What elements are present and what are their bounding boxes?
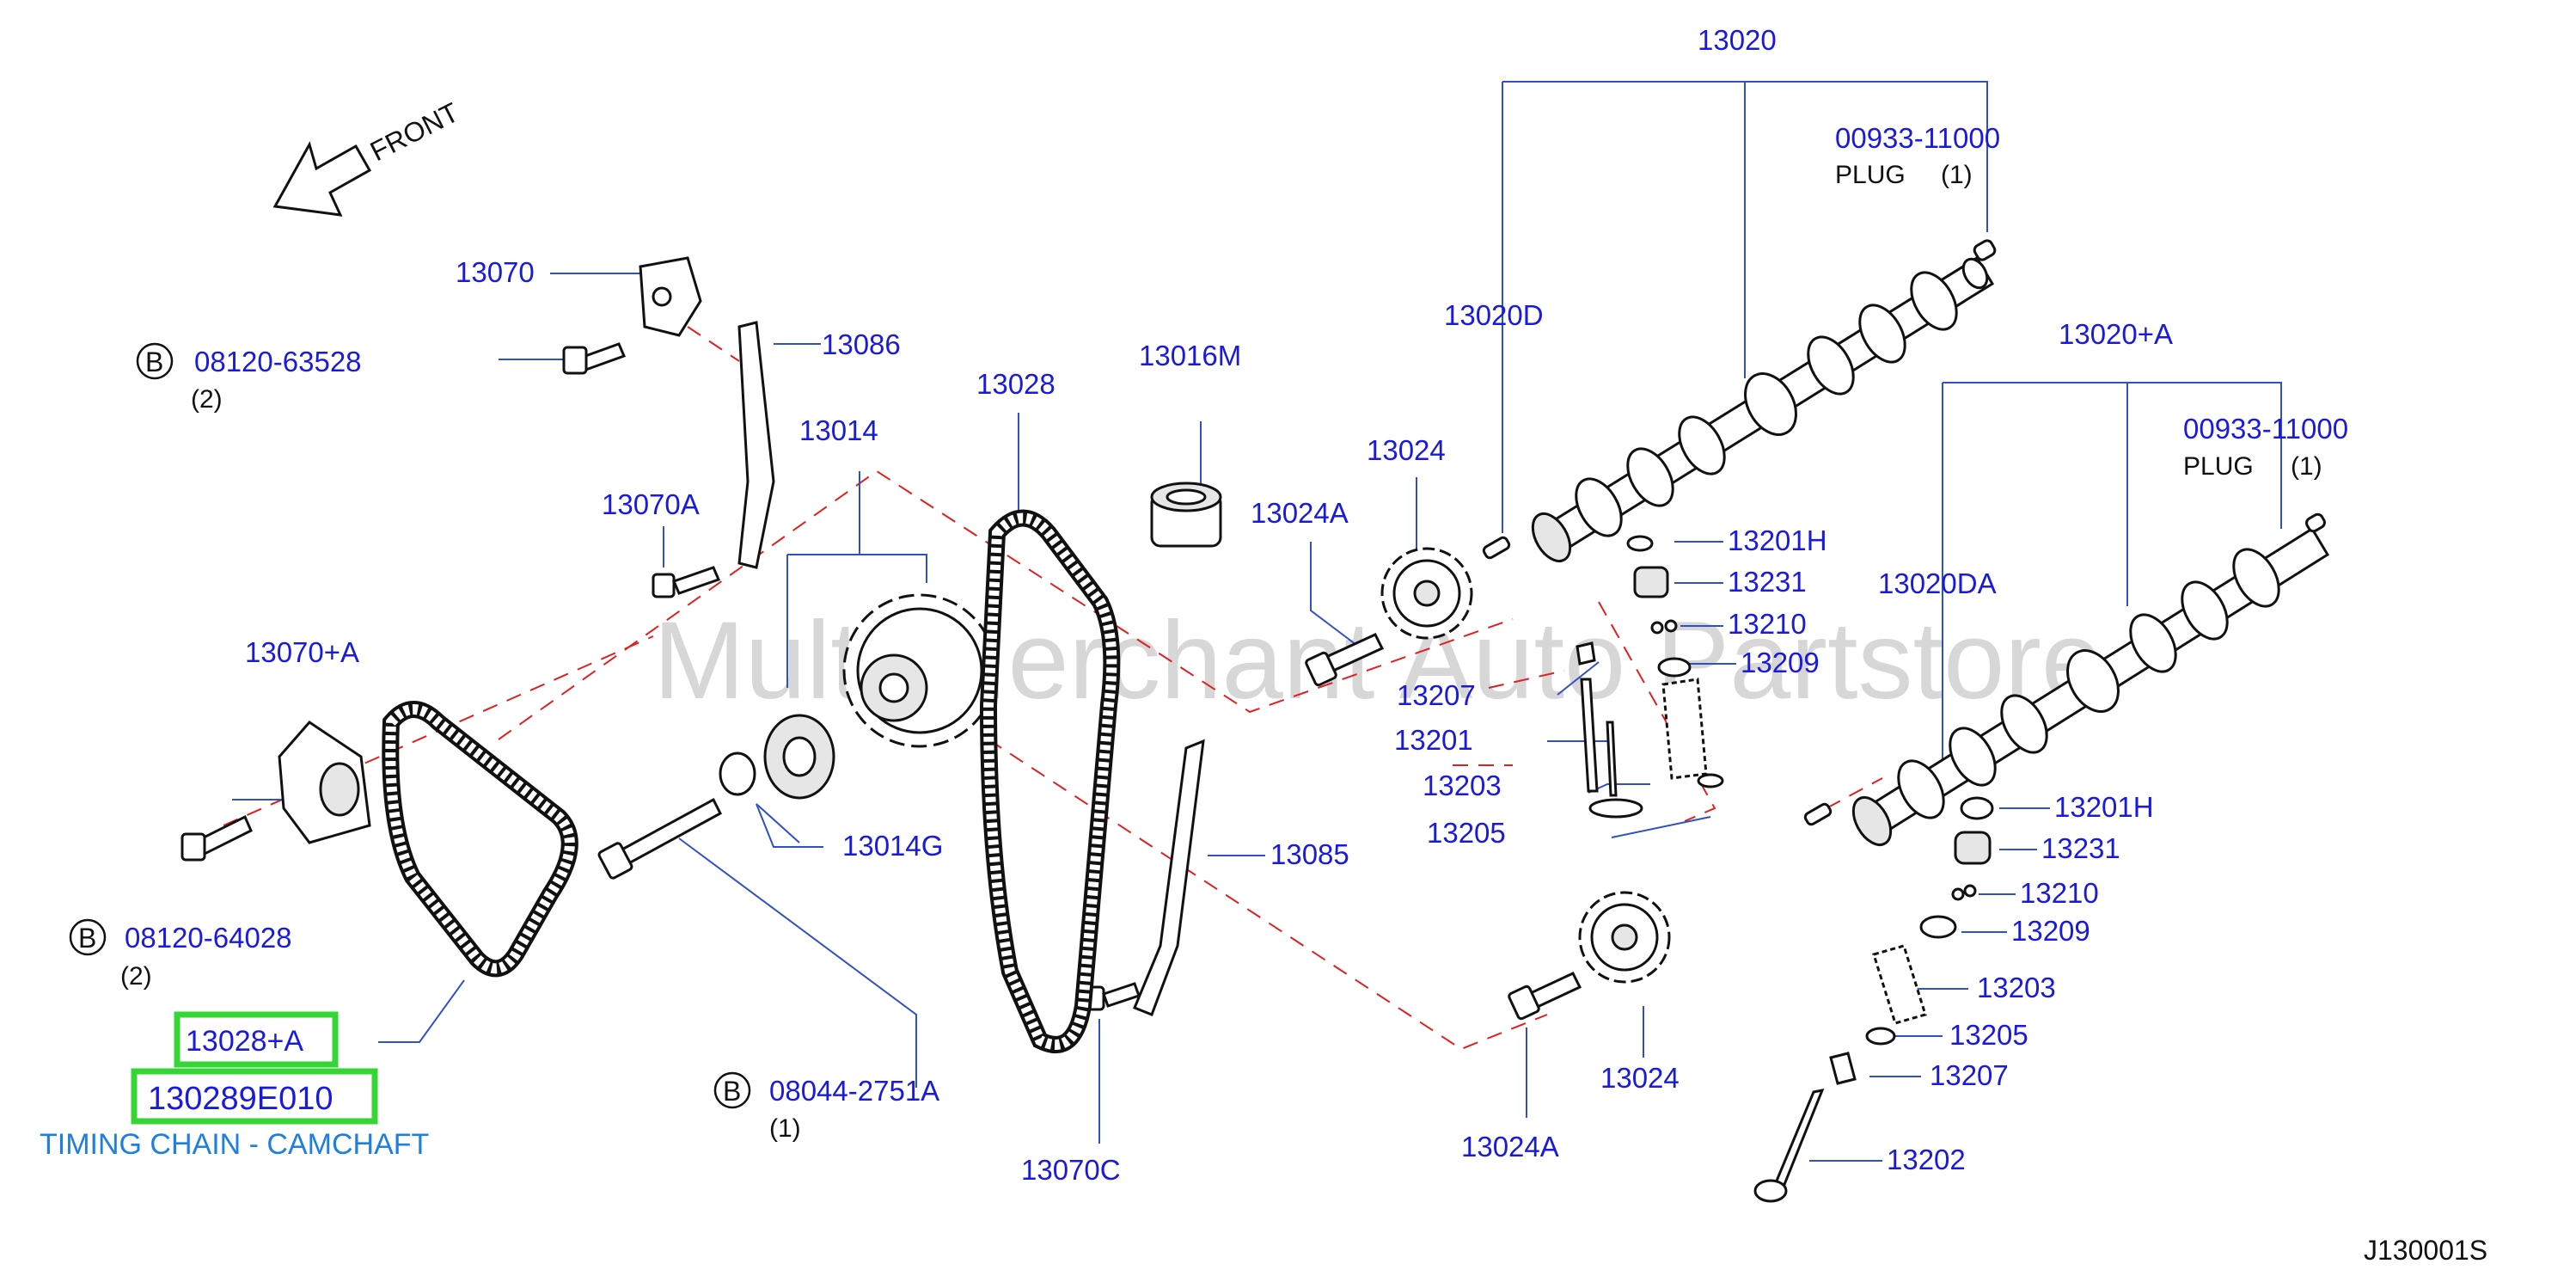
label-13028[interactable]: 13028 [976,368,1055,400]
valve-train-upper [1576,535,1724,819]
camshaft-upper [1531,239,1997,562]
label-13203-a[interactable]: 13203 [1423,770,1502,801]
timing-chain-13028pa [382,701,578,978]
bolt-marker-icon: B [69,918,107,956]
label-13070[interactable]: 13070 [456,256,535,288]
cam-sprocket-lower [1578,891,1671,984]
label-13024-bot[interactable]: 13024 [1600,1062,1680,1094]
label-13205-a[interactable]: 13205 [1427,817,1506,849]
label-13028pa[interactable]: 13028+A [186,1025,303,1058]
chain-guide-13086 [737,321,775,569]
label-130289e010[interactable]: 130289E010 [148,1081,333,1117]
label-08044-2751a-qty: (1) [769,1114,801,1143]
label-plug-a-qty: (1) [1941,161,1973,189]
label-13085[interactable]: 13085 [1270,838,1349,870]
label-13203-b[interactable]: 13203 [1977,972,2056,1003]
dowel-pin-lower [1803,802,1833,826]
washer-13014g [719,751,756,796]
label-13209-b[interactable]: 13209 [2011,915,2090,947]
label-08120-64028-qty: (2) [120,962,152,991]
label-13210-a[interactable]: 13210 [1728,608,1807,640]
camshaft-lower [1851,512,2330,846]
label-13070pa[interactable]: 13070+A [245,636,359,668]
label-00933-11000-b[interactable]: 00933-11000 [2183,413,2348,445]
chain-guide-13085 [1133,739,1205,1016]
label-13020pa[interactable]: 13020+A [2059,318,2173,350]
valve-train-lower [1753,796,1994,1203]
tensioner-13070pa [278,721,371,844]
highlight-box-13028pa [174,1011,339,1068]
label-13209-a[interactable]: 13209 [1741,647,1820,678]
timing-chain-13028 [979,509,1121,1053]
svg-text:B: B [723,1076,741,1107]
diagram-reference: J130001S [2364,1235,2487,1266]
label-00933-11000-a[interactable]: 00933-11000 [1835,122,2000,154]
label-13201h-b[interactable]: 13201H [2054,791,2154,823]
label-plug-b: PLUG [2183,452,2254,481]
label-timing-chain-camchaft: TIMING CHAIN - CAMCHAFT [40,1128,429,1161]
bushing-13016m [1150,482,1222,548]
label-13024-top[interactable]: 13024 [1367,434,1446,466]
label-plug-a: PLUG [1835,161,1906,189]
label-13070a[interactable]: 13070A [602,488,700,520]
label-08120-64028[interactable]: 08120-64028 [125,922,292,954]
bolt-13070a [652,566,721,598]
label-13020[interactable]: 13020 [1698,24,1777,56]
label-13016m[interactable]: 13016M [1139,340,1241,371]
svg-text:B: B [78,923,96,954]
label-13201h-a[interactable]: 13201H [1728,525,1827,556]
label-08044-2751a[interactable]: 08044-2751A [769,1075,939,1107]
label-08120-63528-qty: (2) [191,385,223,414]
front-arrow-icon [272,141,372,217]
leader-lines [232,81,2282,1162]
label-13231-a[interactable]: 13231 [1728,566,1807,598]
cam-sprocket-upper [1380,547,1473,640]
label-13014g[interactable]: 13014G [842,830,943,862]
label-13231-b[interactable]: 13231 [2041,832,2120,864]
label-13020d[interactable]: 13020D [1444,299,1544,331]
label-13024a-top[interactable]: 13024A [1251,497,1349,529]
tensioner-13070 [639,256,702,337]
label-13020da[interactable]: 13020DA [1878,567,1997,599]
label-13024a-bot[interactable]: 13024A [1461,1131,1559,1163]
label-13210-b[interactable]: 13210 [2020,877,2099,909]
bolt-13024a-upper [1305,633,1385,687]
highlight-box-130289e010 [131,1068,378,1125]
label-13202[interactable]: 13202 [1887,1144,1966,1175]
bolt-marker-icon: B [136,342,174,380]
label-13014[interactable]: 13014 [799,414,878,446]
label-plug-b-qty: (1) [2291,452,2322,481]
label-13207-b[interactable]: 13207 [1930,1059,2009,1091]
label-13207-a[interactable]: 13207 [1397,679,1476,711]
label-13086[interactable]: 13086 [822,328,901,360]
dowel-pin-upper [1482,536,1511,560]
bolt-08120-64028 [181,814,253,862]
idler-sprocket-13014 [842,593,997,748]
label-13205-b[interactable]: 13205 [1949,1019,2028,1051]
bolt-marker-icon: B [713,1071,751,1109]
label-08120-63528[interactable]: 08120-63528 [194,346,362,377]
bolt-08044 [597,797,722,880]
front-label: FRONT [365,96,464,167]
label-13201[interactable]: 13201 [1394,724,1473,756]
bolt-13024a-lower [1508,972,1582,1021]
label-13070c[interactable]: 13070C [1021,1154,1121,1186]
bolt-08120-63528 [562,342,627,375]
crank-gear-13014 [763,714,835,800]
svg-text:B: B [145,347,163,377]
